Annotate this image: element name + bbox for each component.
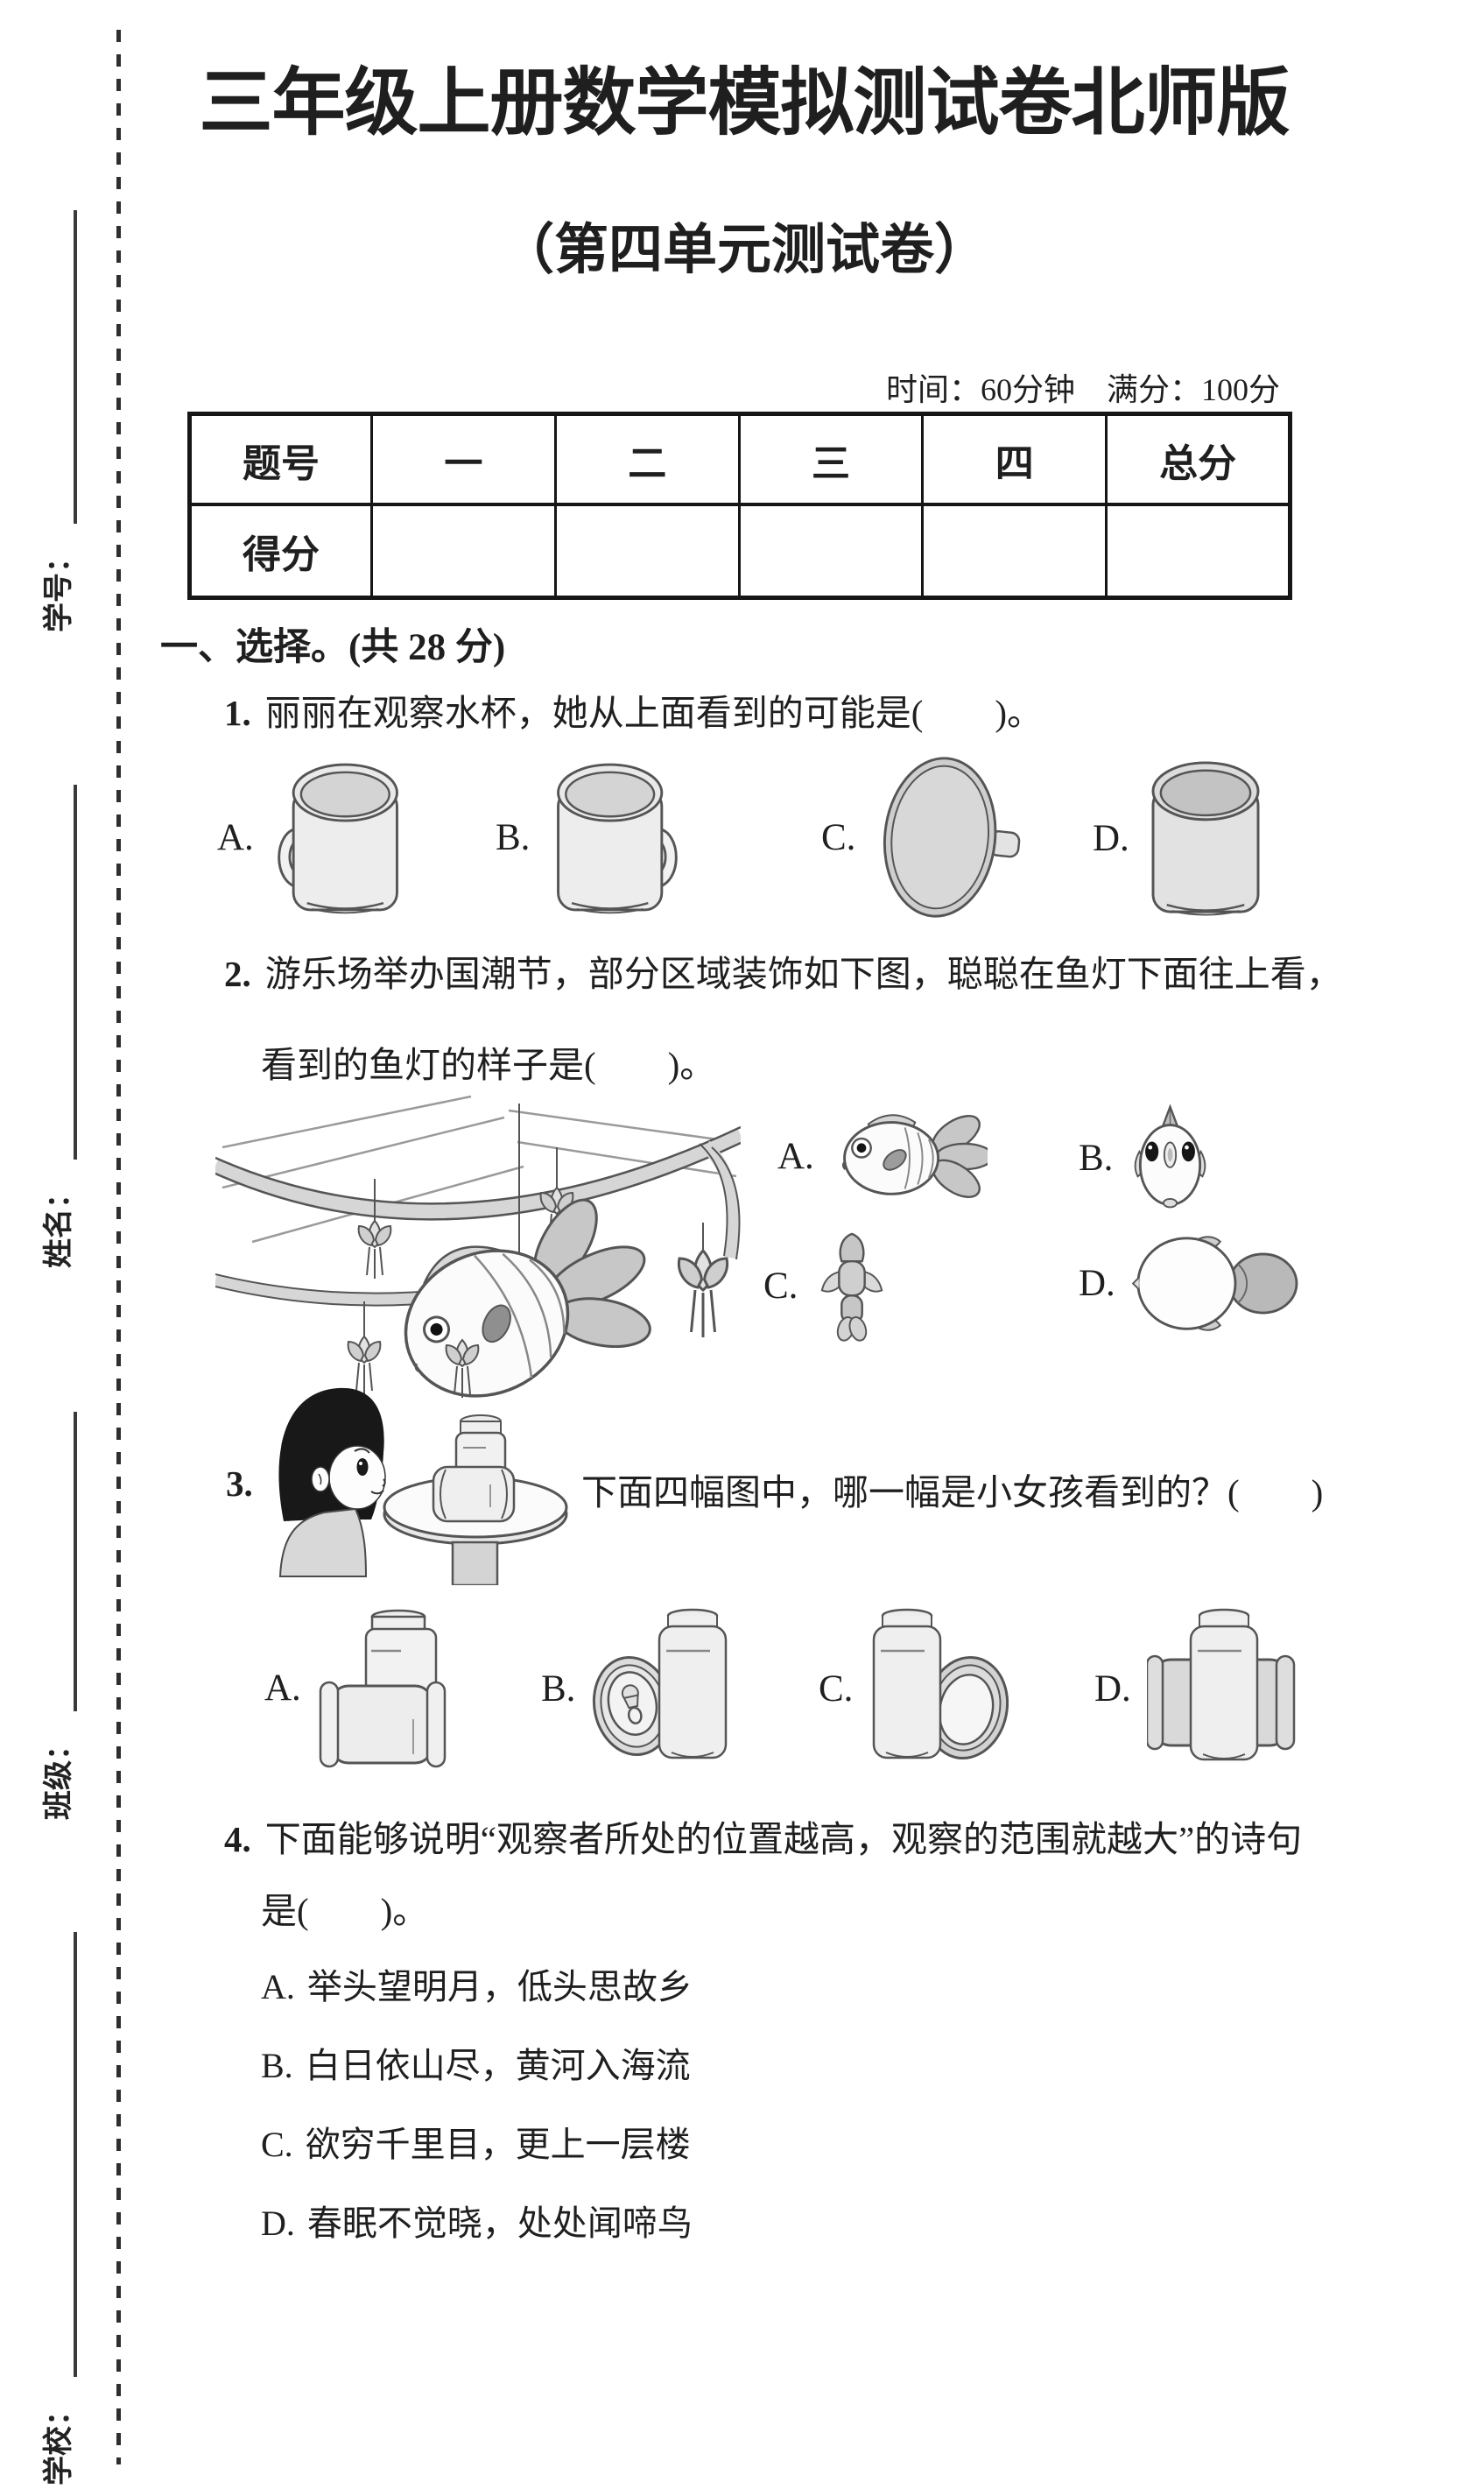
score-row-label: 得分 [188,503,373,599]
school-blank-line [68,1932,77,2377]
school-label: 学校： [43,2396,75,2485]
q3-option-b: B. [541,1605,735,1772]
fish-lantern-scene-image [215,1095,741,1399]
name-label: 姓名： [43,1179,75,1268]
q3-option-d: D. [1094,1605,1296,1772]
question-4-text-1: 下面能够说明“观察者所处的位置越高，观察的范围就越大”的诗句 [264,1819,1303,1859]
q4-option-a-text: 举头望明月，低头思故乡 [306,1967,693,2006]
student-id-field: 学号： [37,210,77,632]
paper-title: 三年级上册数学模拟测试卷北师版 [199,63,1290,145]
class-field: 班级： [37,1412,77,1820]
name-field: 姓名： [37,785,77,1268]
q1-option-b-mug-image [557,763,679,914]
question-1-number: 1. [224,693,251,733]
q3-option-c-letter: C. [819,1668,854,1710]
q3-option-b-image [593,1608,728,1759]
question-2-text-line-1: 2. 游乐场举办国潮节，部分区域装饰如下图，聪聪在鱼灯下面往上看， [224,944,1342,997]
question-3-text: 下面四幅图中，哪一幅是小女孩看到的？( ) [581,1472,1324,1512]
class-label: 班级： [43,1731,75,1820]
score-cell [737,503,925,599]
question-4-number: 4. [224,1819,251,1859]
q2-fish-lantern-scene [215,1091,741,1433]
q2-option-d-letter: D. [1079,1263,1115,1304]
q3-option-d-letter: D. [1094,1668,1131,1710]
question-1-text-line: 1. 丽丽在观察水杯，她从上面看到的可能是( )。 [224,683,1043,736]
student-id-blank-line [68,210,77,524]
score-table-col-3: 三 [737,412,925,506]
q4-option-b-letter: B. [261,2046,293,2085]
goldfish-lantern [404,1198,651,1398]
score-table-col-1: 一 [370,412,557,506]
binding-dashed-line [116,30,121,2464]
question-4-text-line-2: 是( )。 [261,1891,429,1931]
q3-girl-observing-scene [270,1379,572,1585]
q4-option-b-text: 白日依山尽，黄河入海流 [305,2046,691,2085]
class-blank-line [68,1412,77,1711]
time-and-score-info: 时间：60分钟 满分：100分 [885,372,1280,407]
q2-option-d: D. [1079,1233,1299,1334]
score-table: 题号 一 二 三 四 总分 得分 [187,412,1292,600]
q4-option-d-text: 春眠不觉晓，处处闻啼鸟 [306,2203,693,2243]
score-cell [553,503,741,599]
q1-option-b-letter: B. [496,816,531,858]
q2-option-c-fish-top-image [821,1232,883,1342]
q2-option-b: B. [1079,1102,1212,1214]
q1-option-d: D. [1093,758,1266,918]
student-id-label: 学号： [43,543,75,632]
q1-option-c-mug-image [883,757,1021,918]
question-2-text-2: 看到的鱼灯的样子是( )。 [261,1045,716,1085]
q1-option-c-letter: C. [821,816,856,858]
paper-subtitle: （第四单元测试卷） [499,221,988,280]
question-2-text-line-2: 看到的鱼灯的样子是( )。 [261,1035,715,1088]
q3-option-c-image [873,1608,1009,1760]
q4-option-d: D. 春眠不觉晓，处处闻啼鸟 [261,2195,693,2246]
q3-option-a-image [319,1609,447,1768]
score-table-col-4: 四 [921,412,1108,506]
q3-option-c: C. [819,1605,1009,1772]
score-cell [921,503,1108,599]
score-table-col-total: 总分 [1105,412,1291,506]
q3-option-a: A. [264,1605,448,1770]
school-field: 学校： [37,1932,77,2485]
q4-option-b: B. 白日依山尽，黄河入海流 [261,2037,691,2088]
q1-option-a-letter: A. [217,816,254,858]
q1-option-d-mug-image [1151,761,1260,916]
score-table-col-2: 二 [553,412,741,506]
score-cell [370,503,557,599]
q4-option-a: A. 举头望明月，低头思故乡 [261,1958,693,2009]
q2-option-b-letter: B. [1079,1137,1114,1179]
q3-option-a-letter: A. [264,1667,301,1709]
q1-option-a: A. [217,758,410,916]
section-one-heading: 一、选择。(共 28 分) [160,627,506,668]
question-1-text: 丽丽在观察水杯，她从上面看到的可能是( )。 [264,693,1044,733]
q2-option-c: C. [763,1230,890,1342]
q3-option-d-image [1146,1608,1296,1761]
q2-option-a-fish-side-image [841,1114,988,1198]
q3-option-b-letter: B. [541,1668,576,1710]
q4-option-d-letter: D. [261,2203,295,2243]
girl-and-table-scene-image [278,1387,568,1585]
name-blank-line [68,785,77,1160]
score-table-corner: 题号 [188,412,373,506]
q1-option-c: C. [821,753,1022,921]
q4-option-c: C. 欲穷千里目，更上一层楼 [261,2116,691,2167]
score-cell [1105,503,1291,599]
q4-option-a-letter: A. [261,1967,295,2006]
q2-option-c-letter: C. [763,1266,798,1307]
q2-option-b-fish-front-image [1135,1103,1206,1209]
question-2-text-1: 游乐场举办国潮节，部分区域装饰如下图，聪聪在鱼灯下面往上看， [264,954,1342,994]
q2-option-a: A. [777,1105,988,1208]
question-3-number: 3. [226,1463,253,1504]
question-4-text-line-1: 4. 下面能够说明“观察者所处的位置越高，观察的范围就越大”的诗句 [224,1809,1302,1862]
q1-option-a-mug-image [278,763,398,914]
q1-option-b: B. [496,758,686,916]
q4-option-c-letter: C. [261,2125,293,2164]
q2-option-d-fish-bottom-image [1131,1236,1298,1331]
question-2-number: 2. [224,954,251,994]
q2-option-a-letter: A. [777,1136,814,1177]
q4-option-c-text: 欲穷千里目，更上一层楼 [305,2125,691,2164]
q1-option-d-letter: D. [1093,817,1129,859]
